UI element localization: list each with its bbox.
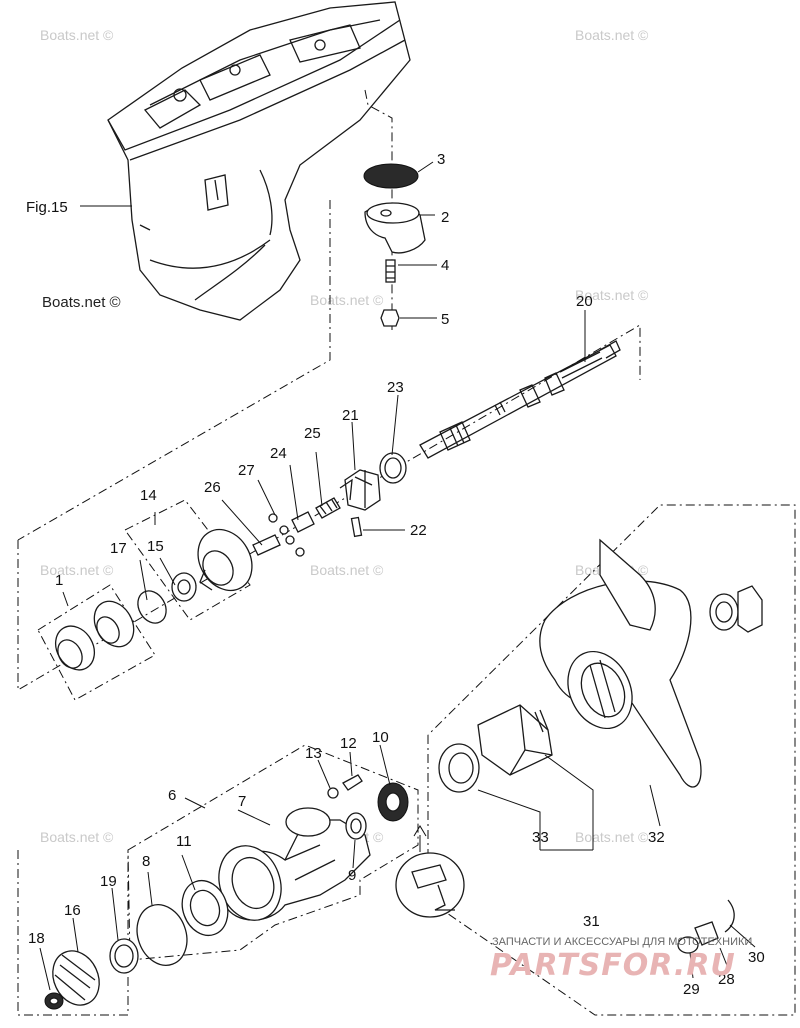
callout-25: 25: [304, 425, 321, 442]
callout-8: 8: [142, 853, 150, 870]
callout-2: 2: [441, 209, 449, 226]
watermark: Boats.net ©: [310, 292, 384, 308]
shift-parts: [221, 451, 341, 557]
callout-17: 17: [110, 540, 127, 557]
callout-30: 30: [748, 949, 765, 966]
assembly-boundary-upper: [17, 324, 641, 691]
watermark: Boats.net ©: [575, 27, 649, 43]
callout-31: 31: [583, 913, 600, 930]
parts-column-upper: [363, 89, 437, 330]
callout-33: 33: [532, 829, 549, 846]
callout-13: 13: [305, 745, 322, 762]
callout-18: 18: [28, 930, 45, 947]
assembly-boundary-link: [17, 200, 331, 541]
footer-brand: ЗАПЧАСТИ И АКСЕССУАРЫ ДЛЯ МОТОТЕХНИКИ PA…: [490, 936, 752, 983]
bearing-carrier-group: [127, 744, 427, 966]
callout-24: 24: [270, 445, 287, 462]
shift-detail: [395, 852, 465, 918]
forward-gear-group: [37, 499, 253, 701]
prop-nut-group: [677, 899, 756, 979]
watermark: Boats.net ©: [40, 829, 114, 845]
figure-reference: Fig.15: [26, 199, 68, 216]
callout-1: 1: [55, 572, 63, 589]
callout-6: 6: [168, 787, 176, 804]
clutch-group: [339, 394, 407, 538]
callout-16: 16: [64, 902, 81, 919]
watermark: Boats.net ©: [575, 829, 649, 845]
callout-5: 5: [441, 311, 449, 328]
callout-15: 15: [147, 538, 164, 555]
callout-12: 12: [340, 735, 357, 752]
watermark: Boats.net ©: [40, 27, 114, 43]
callout-27: 27: [238, 462, 255, 479]
watermark: Boats.net ©: [310, 562, 384, 578]
reverse-gear-group: [17, 850, 139, 1016]
callout-22: 22: [410, 522, 427, 539]
callout-7: 7: [238, 793, 246, 810]
watermark-dark: Boats.net ©: [42, 294, 121, 311]
callout-14: 14: [140, 487, 157, 504]
footer-logo: PARTSFOR.RU: [490, 948, 736, 983]
callout-28: 28: [718, 971, 735, 988]
callout-20: 20: [576, 293, 593, 310]
callout-21: 21: [342, 407, 359, 424]
watermark: Boats.net ©: [40, 562, 114, 578]
callout-19: 19: [100, 873, 117, 890]
callout-labels: 1 2 3 4 5 6 7 8 9 10 11 12 13 14 15 16 1…: [28, 151, 765, 998]
lower-casing: [107, 1, 411, 321]
callout-11: 11: [176, 833, 192, 850]
callout-29: 29: [683, 981, 700, 998]
callout-26: 26: [204, 479, 221, 496]
propeller-group: [427, 504, 796, 1016]
footer-subtitle: ЗАПЧАСТИ И АКСЕССУАРЫ ДЛЯ МОТОТЕХНИКИ: [492, 936, 752, 948]
callout-23: 23: [387, 379, 404, 396]
callout-4: 4: [441, 257, 449, 274]
callout-9: 9: [348, 867, 356, 884]
callout-3: 3: [437, 151, 445, 168]
callout-10: 10: [372, 729, 389, 746]
drive-shaft: [419, 310, 621, 459]
callout-32: 32: [648, 829, 665, 846]
watermark: Boats.net ©: [575, 287, 649, 303]
